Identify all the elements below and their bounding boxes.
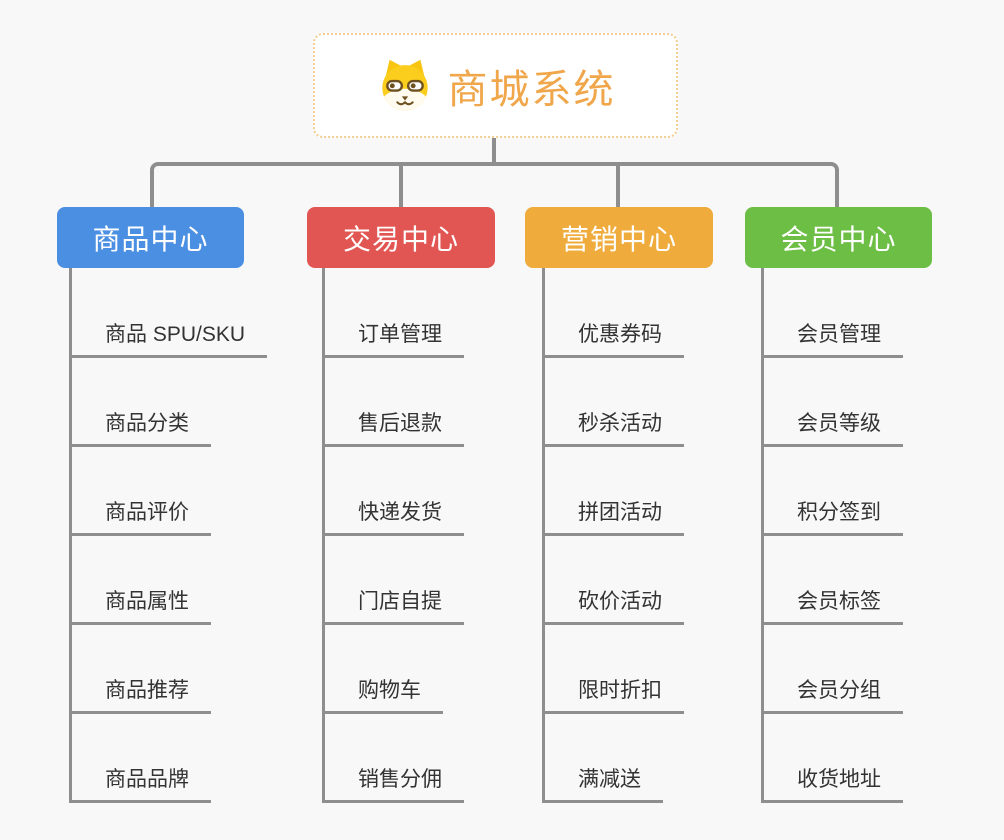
branch-spine-trade: 订单管理 售后退款 快递发货 门店自提 购物车 销售分佣 (322, 268, 464, 803)
child-topic[interactable]: 销售分佣 (325, 759, 464, 803)
branch-node-member-center[interactable]: 会员中心 (745, 207, 932, 268)
child-topic[interactable]: 商品评价 (72, 492, 211, 536)
child-topic[interactable]: 商品属性 (72, 581, 211, 625)
child-topic[interactable]: 门店自提 (325, 581, 464, 625)
child-topic[interactable]: 会员标签 (764, 581, 903, 625)
child-topic[interactable]: 拼团活动 (545, 492, 684, 536)
child-topic[interactable]: 会员分组 (764, 670, 903, 714)
child-topic[interactable]: 售后退款 (325, 403, 464, 447)
connector-drop-branch3 (616, 162, 620, 208)
child-topic[interactable]: 砍价活动 (545, 581, 684, 625)
child-topic[interactable]: 商品分类 (72, 403, 211, 447)
child-topic[interactable]: 商品 SPU/SKU (72, 314, 268, 358)
branch-spine-product: 商品 SPU/SKU 商品分类 商品评价 商品属性 商品推荐 商品品牌 (69, 268, 268, 803)
child-topic[interactable]: 优惠券码 (545, 314, 684, 358)
root-node[interactable]: 商城系统 (313, 33, 678, 138)
branch-label: 交易中心 (342, 223, 459, 255)
connector-root-stub (492, 138, 496, 164)
root-title: 商城系统 (447, 67, 616, 112)
branch-label: 商品中心 (92, 223, 209, 255)
child-topic[interactable]: 限时折扣 (545, 670, 684, 714)
child-topic[interactable]: 商品推荐 (72, 670, 211, 714)
branch-label: 营销中心 (560, 223, 677, 255)
branch-spine-member: 会员管理 会员等级 积分签到 会员标签 会员分组 收货地址 (761, 268, 903, 803)
connector-rail-left (150, 162, 493, 208)
connector-rail-right (493, 162, 839, 208)
connector-drop-branch2 (399, 162, 403, 208)
child-topic[interactable]: 秒杀活动 (545, 403, 684, 447)
branch-label: 会员中心 (780, 223, 897, 255)
child-topic[interactable]: 收货地址 (764, 759, 903, 803)
child-topic[interactable]: 积分签到 (764, 492, 903, 536)
branch-node-product-center[interactable]: 商品中心 (57, 207, 244, 268)
child-topic[interactable]: 快递发货 (325, 492, 464, 536)
branch-node-trade-center[interactable]: 交易中心 (307, 207, 495, 268)
child-topic[interactable]: 商品品牌 (72, 759, 211, 803)
child-topic[interactable]: 订单管理 (325, 314, 464, 358)
child-topic[interactable]: 购物车 (325, 670, 443, 714)
branch-node-marketing-center[interactable]: 营销中心 (525, 207, 713, 268)
child-topic[interactable]: 会员等级 (764, 403, 903, 447)
child-topic[interactable]: 满减送 (545, 759, 663, 803)
branch-spine-marketing: 优惠券码 秒杀活动 拼团活动 砍价活动 限时折扣 满减送 (542, 268, 684, 803)
child-topic[interactable]: 会员管理 (764, 314, 903, 358)
dog-face-icon (381, 59, 428, 110)
